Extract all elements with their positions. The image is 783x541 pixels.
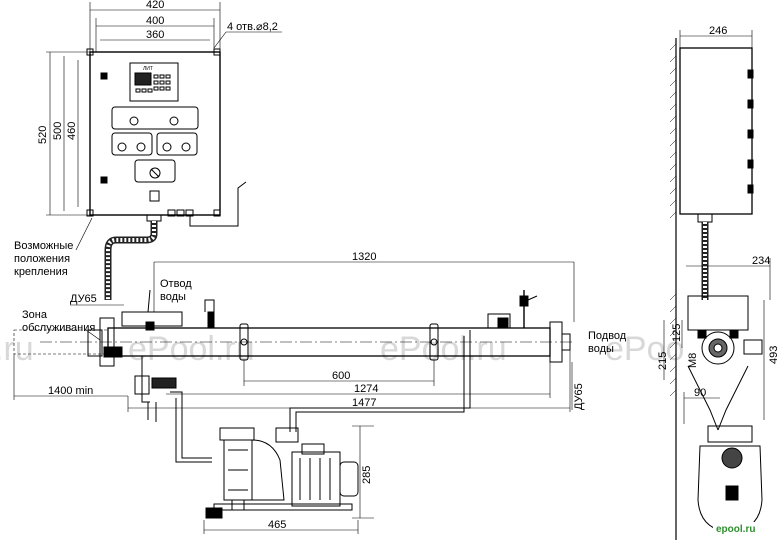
dim-125: 125: [671, 324, 683, 342]
dim-520: 520: [37, 126, 49, 144]
watermark: ePool.ru: [380, 330, 507, 368]
cable-gland: [697, 213, 713, 223]
terminal-box: [301, 443, 325, 455]
dim-493: 493: [768, 346, 780, 364]
keypad: [134, 72, 171, 93]
cable-gland: [167, 209, 176, 217]
pump-base: [213, 503, 353, 511]
mounting-note: Возможные положения крепления: [14, 217, 93, 278]
mounting-label-1: Возможные: [14, 240, 73, 252]
drain-valve: [134, 375, 150, 395]
dim-246: 246: [709, 25, 727, 37]
pump-volute: [251, 439, 285, 501]
indicator-group: [111, 132, 153, 156]
du65-left-label: ДУ65: [70, 293, 97, 305]
site-logo: epool.ru: [713, 522, 768, 536]
dim-m8: M8: [687, 353, 699, 368]
inlet-label-2: воды: [588, 343, 614, 355]
end-cap: [99, 317, 115, 367]
dim-400: 400: [146, 15, 164, 27]
dim-215: 215: [657, 352, 669, 370]
indicator-lamp: [169, 116, 179, 126]
dim-1400min: 1400 min: [48, 385, 93, 397]
mounting-label-2: положения: [14, 253, 70, 265]
dim-360: 360: [146, 29, 164, 41]
service-zone: Зона обслуживания: [13, 309, 109, 355]
panel-brand: ЛИТ: [143, 66, 153, 72]
sensor-cable: [189, 181, 247, 227]
dim-holes: 4 отв.⌀8,2: [227, 21, 278, 33]
dim-1477: 1477: [352, 397, 376, 409]
indicator-lamp: [129, 116, 139, 126]
panel-display: [129, 62, 179, 102]
mount-hole: [213, 209, 221, 217]
side-view: 246 234 125 M8 215 493 90: [657, 25, 780, 540]
prefilter-lid: [219, 427, 255, 441]
control-panel: ЛИТ: [86, 48, 247, 227]
dim-1320: 1320: [352, 251, 376, 263]
chamber-section: [701, 331, 735, 365]
pump-outlet: [275, 427, 299, 443]
vent-assembly: [487, 313, 511, 328]
indicator-group: [156, 132, 198, 156]
dim-1274: 1274: [354, 383, 378, 395]
watermark: .ru: [0, 330, 34, 368]
indicator-group: [111, 106, 199, 130]
pump-motor: [291, 451, 341, 507]
drain-plug: [231, 499, 245, 511]
mounting-label-3: крепления: [14, 266, 68, 278]
outlet-label-1: Отвод: [160, 278, 192, 290]
watermark: ePool.ru: [128, 330, 255, 368]
flex-conduit: [104, 221, 158, 300]
indicator-lamp: [136, 142, 146, 152]
watermark: ePoo: [605, 330, 684, 368]
mount-hole: [86, 209, 94, 217]
logo-text: epool.ru: [716, 524, 755, 535]
panel-dimensions-top: 420 400 360 4 отв.⌀8,2: [89, 0, 282, 52]
panel-dimensions-left: 520 500 460: [37, 51, 90, 216]
pump-side-lid: [707, 425, 753, 443]
valve: [743, 339, 763, 355]
flow-labels: ДУ65 Отвод воды Подвод воды ДУ65: [70, 278, 627, 410]
indicator-lamp: [181, 142, 191, 152]
panel-lamp: [100, 176, 108, 184]
circulation-pump: 285 465: [170, 330, 471, 534]
dim-420: 420: [146, 0, 164, 11]
dim-90: 90: [694, 387, 706, 399]
dim-285: 285: [361, 466, 373, 484]
cable-gland: [146, 214, 162, 222]
chamber-dimensions: 1320 600 1274 1477 1400 min: [13, 251, 575, 412]
du65-right-label: ДУ65: [573, 383, 585, 410]
dim-465: 465: [268, 519, 286, 531]
inlet-stub: [561, 333, 571, 351]
motor-fan-cover: [339, 461, 359, 497]
uv-sensor: [204, 299, 215, 312]
cable-gland: [176, 209, 185, 217]
zone-label-2: обслуживания: [22, 322, 95, 334]
chamber-end-housing: [687, 295, 749, 331]
panel-lamp: [100, 72, 108, 80]
outlet-label-2: воды: [160, 291, 186, 303]
panel-side: [679, 47, 753, 215]
mode-switch-plate: [134, 159, 176, 183]
indicator-lamp: [117, 142, 127, 152]
zone-label-1: Зона: [22, 309, 48, 321]
uv-chamber: [40, 289, 575, 422]
mode-switch: [149, 167, 161, 179]
dim-234: 234: [752, 255, 770, 267]
dim-600: 600: [332, 370, 350, 382]
indicator-lamp: [162, 142, 172, 152]
dim-500: 500: [52, 122, 64, 140]
power-switch: [149, 190, 160, 202]
watermark-group: .ru ePool.ru ePool.ru ePoo: [0, 330, 684, 368]
inlet-label-1: Подвод: [588, 330, 627, 342]
dim-460: 460: [66, 122, 78, 140]
